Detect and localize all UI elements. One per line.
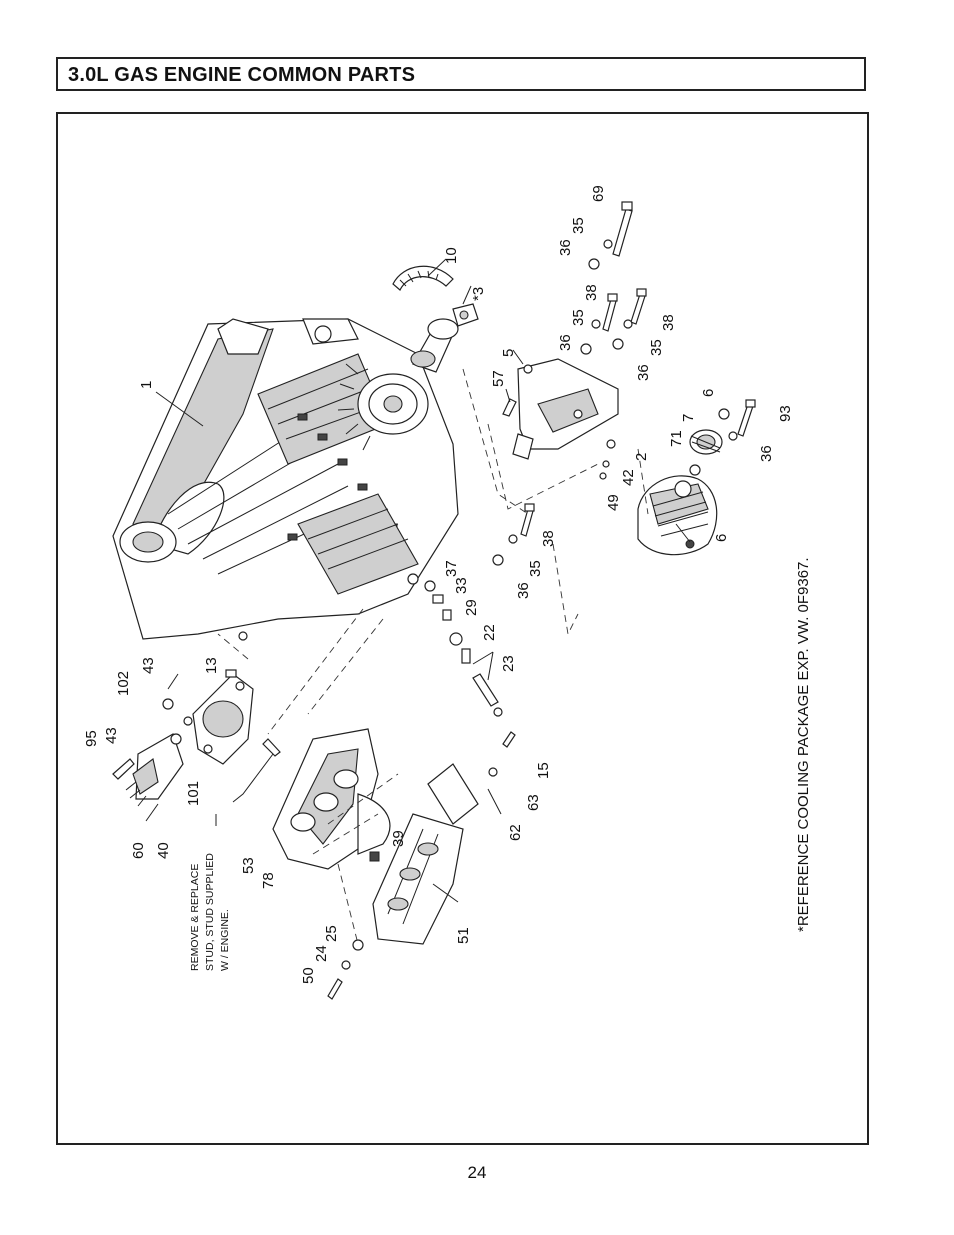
callout-29: 29 [463, 599, 480, 616]
callout-43: 43 [140, 657, 157, 674]
callout-3: *3 [470, 287, 487, 301]
callout-35: 35 [527, 560, 544, 577]
callout-69: 69 [590, 185, 607, 202]
callout-6: 6 [713, 534, 730, 542]
callout-6: 6 [700, 389, 717, 397]
callout-102: 102 [115, 671, 132, 696]
fastener-hardware [492, 201, 756, 566]
drive-belt [392, 265, 454, 291]
callout-101: 101 [185, 781, 202, 806]
callout-38: 38 [660, 314, 677, 331]
exploded-parts-diagram: 1 10 *3 69 35 36 38 35 36 38 35 36 5 57 … [56, 112, 869, 1145]
stud-note-line-2: STUD, STUD SUPPLIED [204, 853, 216, 971]
callout-35: 35 [570, 309, 587, 326]
section-title-box: 3.0L GAS ENGINE COMMON PARTS [56, 57, 866, 91]
shield-fasteners [327, 939, 364, 1000]
sensor-assembly [424, 580, 503, 717]
stud-note: REMOVE & REPLACE STUD, STUD SUPPLIED W /… [189, 814, 231, 971]
callout-60: 60 [130, 842, 147, 859]
callout-40: 40 [155, 842, 172, 859]
callout-71: 71 [668, 430, 685, 447]
throttle-adapter-plate [162, 669, 281, 765]
stud-note-line-1: REMOVE & REPLACE [189, 864, 201, 971]
callout-38: 38 [583, 284, 600, 301]
callout-10: 10 [443, 247, 460, 264]
callout-42: 42 [620, 469, 637, 486]
page-title: 3.0L GAS ENGINE COMMON PARTS [68, 64, 416, 86]
callout-5: 5 [500, 349, 517, 357]
callout-39: 39 [390, 830, 407, 847]
callout-78: 78 [260, 872, 277, 889]
callout-95: 95 [83, 730, 100, 747]
callout-22: 22 [481, 624, 498, 641]
callout-36: 36 [557, 334, 574, 351]
page-number: 24 [467, 1163, 487, 1182]
callout-25: 25 [323, 925, 340, 942]
callout-50: 50 [300, 967, 317, 984]
engine-block [112, 318, 459, 641]
callout-7: 7 [680, 414, 697, 422]
exhaust-gasket [427, 731, 516, 825]
callout-33: 33 [453, 577, 470, 594]
diagram-artwork: 1 10 *3 69 35 36 38 35 36 38 35 36 5 57 … [83, 185, 812, 1000]
alternator [637, 475, 718, 556]
exhaust-manifold [272, 728, 391, 870]
callout-38: 38 [540, 530, 557, 547]
callout-13: 13 [203, 657, 220, 674]
callout-35: 35 [648, 339, 665, 356]
leader-lines [145, 258, 691, 903]
callout-62: 62 [507, 824, 524, 841]
callout-36: 36 [635, 364, 652, 381]
callout-37: 37 [443, 560, 460, 577]
callout-labels: 1 10 *3 69 35 36 38 35 36 38 35 36 5 57 … [83, 185, 794, 984]
throttle-body [112, 716, 193, 807]
callout-36: 36 [557, 239, 574, 256]
callout-49: 49 [605, 494, 622, 511]
alternator-pulley [689, 408, 730, 476]
callout-57: 57 [490, 370, 507, 387]
callout-63: 63 [525, 794, 542, 811]
stud-note-line-3: W / ENGINE. [219, 909, 231, 971]
callout-36: 36 [758, 445, 775, 462]
callout-43: 43 [103, 727, 120, 744]
callout-36: 36 [515, 582, 532, 599]
callout-35: 35 [570, 217, 587, 234]
thermostat-housing [410, 303, 479, 373]
callout-2: 2 [633, 453, 650, 461]
alignment-lines [217, 368, 649, 945]
heat-shield [372, 813, 464, 945]
crank-pulley [337, 363, 429, 451]
callout-24: 24 [313, 945, 330, 962]
callout-1: 1 [138, 381, 155, 389]
callout-51: 51 [455, 927, 472, 944]
callout-93: 93 [777, 405, 794, 422]
alternator-bracket [512, 358, 619, 460]
callout-15: 15 [535, 762, 552, 779]
callout-53: 53 [240, 857, 257, 874]
reference-note: *REFERENCE COOLING PACKAGE EXP. VW. 0F93… [795, 557, 812, 932]
callout-23: 23 [500, 655, 517, 672]
